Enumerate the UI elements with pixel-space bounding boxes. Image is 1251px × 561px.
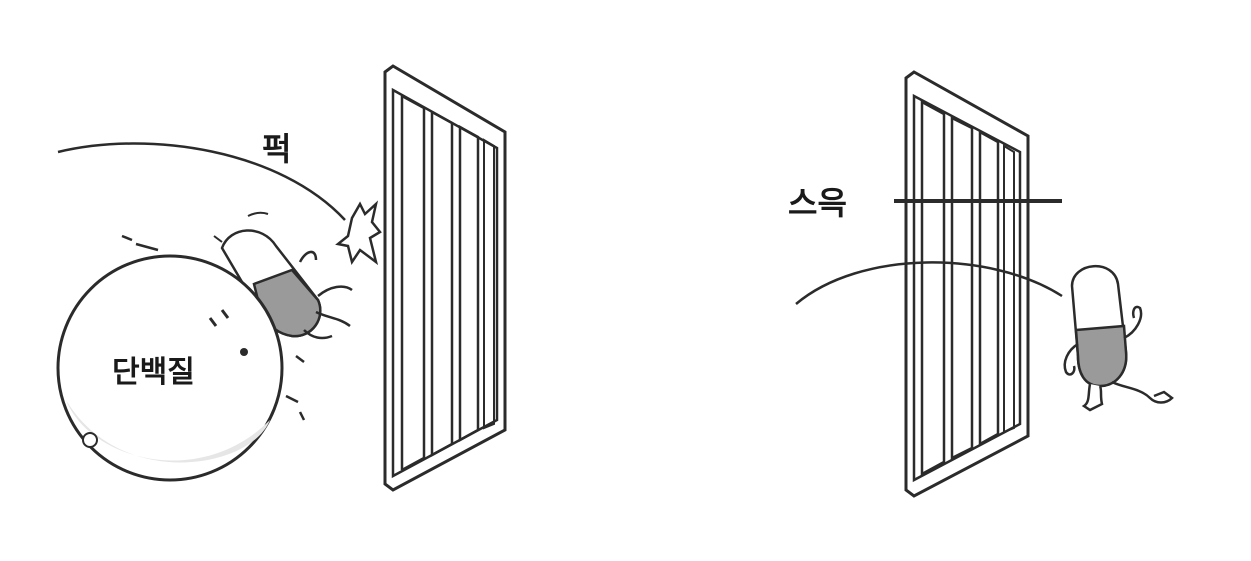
left-sound-effect: 퍽 xyxy=(262,130,291,168)
protein-ball-label: 단백질 xyxy=(112,355,195,390)
right-panel: 스윽 xyxy=(788,70,1174,498)
walking-pill-character xyxy=(1063,265,1174,412)
protein-ball: 단백질 xyxy=(56,254,284,482)
left-motion-arc xyxy=(57,142,346,221)
right-sound-effect: 스윽 xyxy=(788,184,847,222)
right-filter-gate xyxy=(904,70,1030,498)
left-filter-gate xyxy=(383,64,507,492)
impact-burst-icon xyxy=(335,200,382,266)
left-panel: 단백질 퍽 xyxy=(56,64,507,492)
left-motion-dashes xyxy=(121,234,306,421)
right-motion-arc xyxy=(795,261,1063,305)
